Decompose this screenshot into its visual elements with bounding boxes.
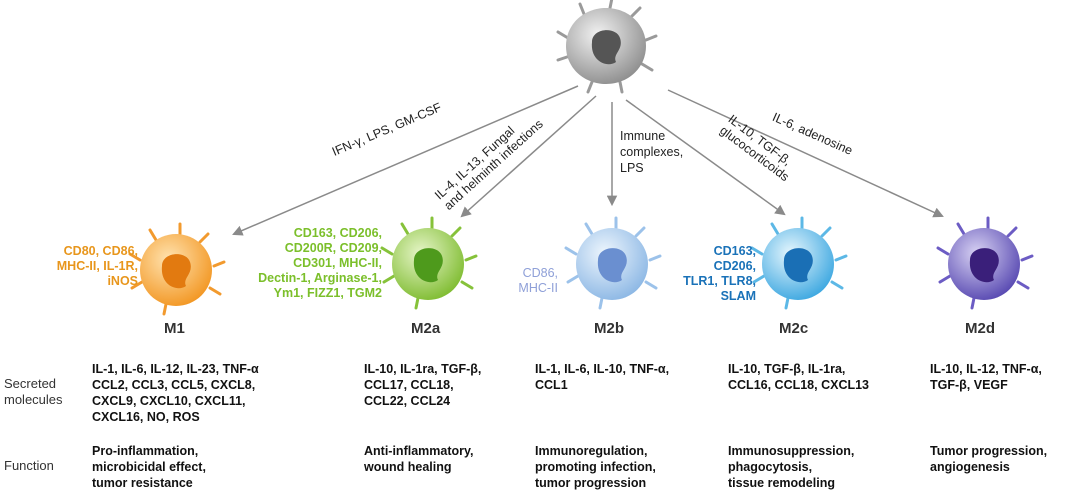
m2a-marker-line: CD200R, CD209, <box>284 241 382 255</box>
arrows <box>232 85 944 236</box>
m2c-marker-line: CD163, <box>713 244 756 258</box>
function-line: wound healing <box>364 460 452 474</box>
macrophage-m2a-icon <box>380 216 478 310</box>
secreted-line: IL-10, IL-12, TNF-α, <box>930 362 1042 376</box>
function-m2d: Tumor progression, angiogenesis <box>930 443 1047 475</box>
subtype-label-m2d: M2d <box>965 320 995 337</box>
function-line: Tumor progression, <box>930 444 1048 458</box>
function-line: phagocytosis, <box>728 460 813 474</box>
secreted-line: CXCL16, NO, ROS <box>92 410 200 424</box>
secreted-line: CCL16, CCL18, CXCL13 <box>728 378 870 392</box>
arrow-label-m2b: Immune complexes, LPS <box>620 128 683 176</box>
macrophage-m1-icon <box>128 222 226 316</box>
function-line: microbicidal effect, <box>92 460 206 474</box>
m2a-markers: CD163, CD206, CD200R, CD209, CD301, MHC-… <box>258 226 382 301</box>
subtype-label-m2a: M2a <box>411 320 441 337</box>
secreted-m2a: IL-10, IL-1ra, TGF-β, CCL17, CCL18, CCL2… <box>364 361 481 409</box>
arrow-label-m2b-line3: LPS <box>620 161 644 175</box>
function-m2c: Immunosuppression, phagocytosis, tissue … <box>728 443 854 491</box>
arrow-to-m2d <box>667 89 944 218</box>
arrow-to-m2a <box>460 95 597 218</box>
row-label-secreted: Secreted molecules <box>4 376 63 408</box>
secreted-line: IL-10, TGF-β, IL-1ra, <box>728 362 846 376</box>
secreted-line: IL-1, IL-6, IL-10, TNF-α, <box>535 362 670 376</box>
m2a-marker-line: CD301, MHC-II, <box>293 256 382 270</box>
secreted-line: CCL2, CCL3, CCL5, CXCL8, <box>92 378 256 392</box>
arrow-to-m1 <box>232 85 579 236</box>
function-line: tissue remodeling <box>728 476 835 490</box>
secreted-line: CCL1 <box>535 378 568 392</box>
function-line: tumor resistance <box>92 476 193 490</box>
m2c-marker-line: CD206, <box>713 259 756 273</box>
m2c-marker-line: TLR1, TLR8, <box>683 274 756 288</box>
function-line: Anti-inflammatory, <box>364 444 474 458</box>
secreted-line: IL-10, IL-1ra, TGF-β, <box>364 362 482 376</box>
m2a-marker-line: Dectin-1, Arginase-1, <box>258 271 382 285</box>
m2a-marker-line: CD163, CD206, <box>293 226 382 240</box>
m2a-marker-line: Ym1, FIZZ1, TGM2 <box>273 286 382 300</box>
secreted-line: TGF-β, VEGF <box>930 378 1008 392</box>
arrow-label-m2b-line2: complexes, <box>620 145 684 159</box>
secreted-m2d: IL-10, IL-12, TNF-α, TGF-β, VEGF <box>930 361 1042 393</box>
function-line: Pro-inflammation, <box>92 444 199 458</box>
m1-marker-line: MHC-II, IL-1R, <box>56 259 138 273</box>
secreted-line: IL-1, IL-6, IL-12, IL-23, TNF-α <box>92 362 259 376</box>
m2b-marker-line: MHC-II <box>518 281 558 295</box>
row-label-function: Function <box>4 458 54 473</box>
function-m1: Pro-inflammation, microbicidal effect, t… <box>92 443 206 491</box>
function-line: promoting infection, <box>535 460 656 474</box>
macrophage-m2c-icon <box>750 216 848 310</box>
m1-markers: CD80, CD86, MHC-II, IL-1R, iNOS <box>57 244 138 289</box>
macrophage-m0-icon <box>556 0 658 94</box>
m2c-markers: CD163, CD206, TLR1, TLR8, SLAM <box>683 244 756 304</box>
secreted-m1: IL-1, IL-6, IL-12, IL-23, TNF-α CCL2, CC… <box>92 361 259 425</box>
macrophage-m2d-icon <box>936 216 1034 310</box>
function-line: Immunoregulation, <box>535 444 648 458</box>
arrow-to-m2c <box>625 99 786 216</box>
m2c-marker-line: SLAM <box>720 289 756 303</box>
subtype-label-m1: M1 <box>164 320 185 337</box>
row-label-secreted-line: molecules <box>4 392 63 407</box>
function-line: Immunosuppression, <box>728 444 855 458</box>
function-m2b: Immunoregulation, promoting infection, t… <box>535 443 656 491</box>
subtype-label-m2c: M2c <box>779 320 809 337</box>
secreted-line: CCL17, CCL18, <box>364 378 454 392</box>
secreted-line: CXCL9, CXCL10, CXCL11, <box>92 394 246 408</box>
macrophage-m2b-icon <box>564 216 662 310</box>
secreted-line: CCL22, CCL24 <box>364 394 451 408</box>
secreted-m2c: IL-10, TGF-β, IL-1ra, CCL16, CCL18, CXCL… <box>728 361 869 393</box>
m2b-marker-line: CD86, <box>522 266 558 280</box>
secreted-m2b: IL-1, IL-6, IL-10, TNF-α, CCL1 <box>535 361 669 393</box>
function-m2a: Anti-inflammatory, wound healing <box>364 443 474 475</box>
row-label-secreted-line: Secreted <box>4 376 57 391</box>
m2b-markers: CD86, MHC-II <box>518 266 558 296</box>
arrow-label-m2b-line1: Immune <box>620 129 666 143</box>
m1-marker-line: CD80, CD86, <box>63 244 138 258</box>
subtype-label-m2b: M2b <box>594 320 624 337</box>
function-line: angiogenesis <box>930 460 1010 474</box>
m1-marker-line: iNOS <box>107 274 138 288</box>
function-line: tumor progression <box>535 476 647 490</box>
